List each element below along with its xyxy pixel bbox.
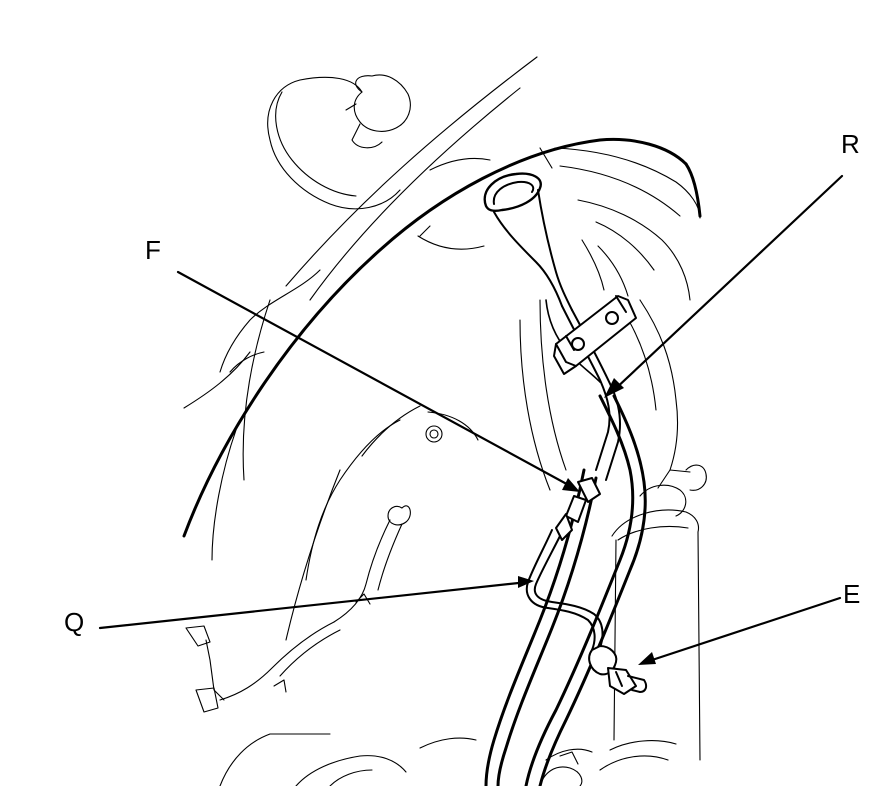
leader-lines [98,174,844,664]
reservoir-component [267,74,411,210]
arrowhead-q [518,576,534,588]
arrowheads [518,378,656,665]
sensor-line [525,529,604,651]
dipstick-tube [483,172,647,786]
arrowhead-f [562,478,580,492]
arrowhead-e [638,652,656,665]
sensor-e [588,645,648,695]
wiring-harness [185,405,479,713]
callout-label-q: Q [64,607,85,637]
lower-components [219,733,677,786]
chassis-lines [211,299,567,641]
main-outlines [182,137,702,538]
leader-line-q [98,580,530,630]
background-components [183,56,707,786]
leader-line-r [610,174,844,394]
arrowhead-r [604,378,624,398]
callout-label-f: F [145,235,161,265]
body-panel [183,56,553,409]
callout-label-r: R [841,129,860,159]
cylinder-component [611,464,707,761]
connector-f [555,477,601,541]
leader-line-e [644,596,842,664]
bracket-clamp [553,295,637,375]
funnel-mouth [483,172,542,212]
leader-line-f [176,270,576,490]
callout-label-e: E [843,579,861,609]
fender-liner [554,147,701,471]
